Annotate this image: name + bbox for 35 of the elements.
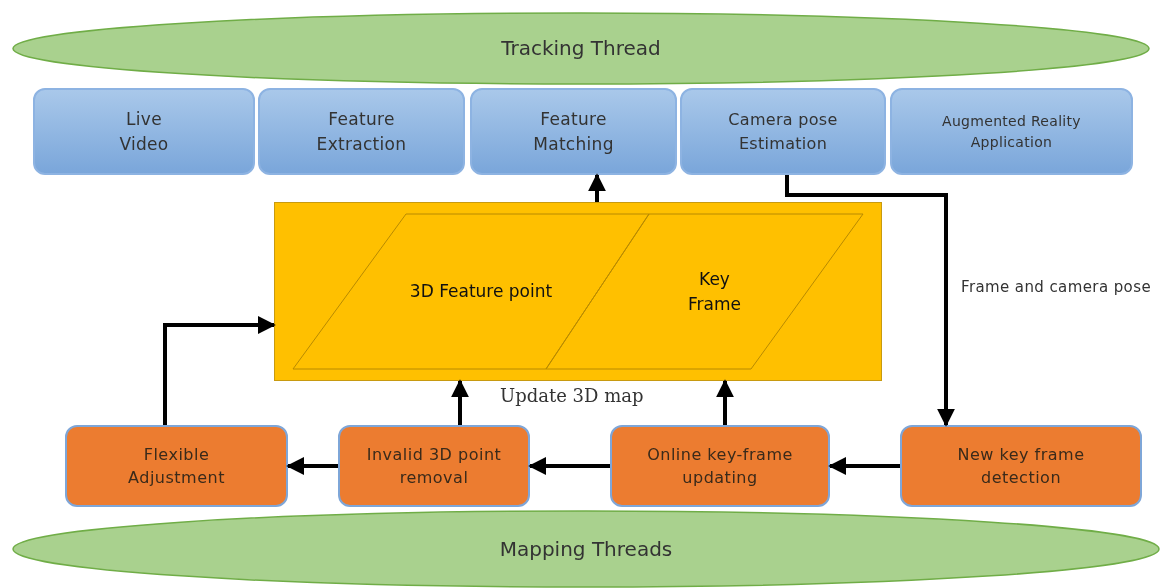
node-label: Flexible Adjustment: [127, 443, 226, 489]
node-label: Feature Extraction: [315, 107, 408, 156]
arrow: [828, 457, 900, 475]
arrow: [716, 379, 734, 425]
map-box: [274, 202, 882, 381]
arrow: [286, 457, 338, 475]
node-label: Key Frame: [687, 267, 742, 316]
parallelogram-shape: [293, 214, 649, 369]
process-box: [65, 425, 288, 507]
process-box: [258, 88, 465, 175]
node-label: New key frame detection: [956, 443, 1086, 489]
process-box: [890, 88, 1133, 175]
process-box: [470, 88, 677, 175]
arrow: [588, 173, 606, 202]
process-box: [610, 425, 830, 507]
map-caption: Update 3D map: [500, 385, 644, 406]
arrow: [785, 175, 955, 427]
arrow: [163, 316, 276, 425]
arrow: [451, 379, 469, 425]
node-label: Online key-frame updating: [646, 443, 794, 489]
node-label: Tracking Thread: [501, 35, 661, 62]
node-label: Live Video: [118, 107, 170, 156]
thread-ellipse: [12, 12, 1150, 85]
node-label: Feature Matching: [532, 107, 615, 156]
node-label: Mapping Threads: [499, 535, 673, 563]
thread-ellipse: [12, 510, 1160, 588]
node-label: Camera pose Estimation: [727, 109, 839, 155]
process-box: [338, 425, 530, 507]
node-label: Augmented Reality Application: [941, 112, 1082, 152]
arrow: [528, 457, 610, 475]
node-label: 3D Feature point: [409, 280, 553, 304]
process-box: [680, 88, 886, 175]
process-box: [900, 425, 1142, 507]
node-label: Invalid 3D point removal: [365, 443, 503, 489]
process-box: [33, 88, 255, 175]
